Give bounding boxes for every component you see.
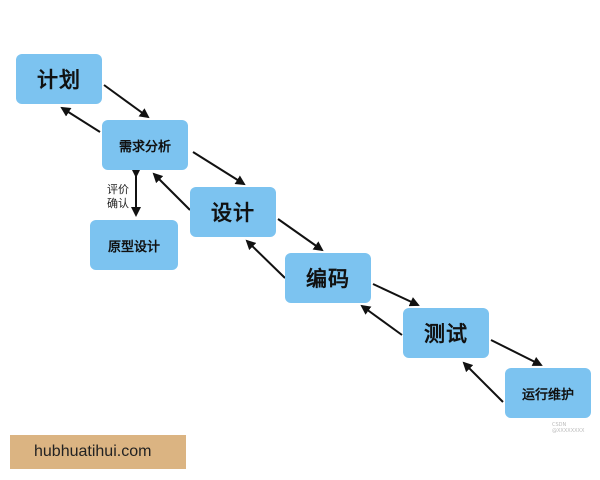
arrow-test-to-ops xyxy=(490,339,543,366)
stage-prototype-label: 原型设计 xyxy=(107,239,160,255)
stage-testing: 测试 xyxy=(403,308,489,358)
arrow-plan-to-analysis xyxy=(103,84,150,119)
site-banner: hubhuatihui.com xyxy=(10,435,186,469)
stage-operations: 运行维护 xyxy=(505,368,591,418)
stage-design: 设计 xyxy=(190,187,276,237)
stage-prototype-design: 原型设计 xyxy=(90,220,178,270)
arrow-design-to-code xyxy=(277,218,324,252)
site-banner-text: hubhuatihui.com xyxy=(34,443,152,460)
stage-coding-label: 编码 xyxy=(306,267,350,291)
review-note-line-2: 确认 xyxy=(107,197,129,210)
arrow-analysis-back-to-plan xyxy=(60,106,101,133)
stage-requirements-analysis: 需求分析 xyxy=(102,120,188,170)
arrow-test-back-to-code xyxy=(360,304,403,336)
arrow-analysis-to-design xyxy=(192,151,246,186)
review-confirm-note: 评价 确认 xyxy=(105,183,131,211)
watermark: CSDN @XXXXXXXX xyxy=(552,422,585,434)
arrow-code-to-test xyxy=(372,283,420,307)
arrow-design-back-to-analysis xyxy=(152,172,191,211)
stage-plan: 计划 xyxy=(16,54,102,104)
arrow-code-back-to-design xyxy=(245,239,286,279)
arrow-ops-back-to-test xyxy=(462,361,504,403)
stage-operations-label: 运行维护 xyxy=(521,387,574,403)
review-note-line-1: 评价 xyxy=(107,183,129,196)
stage-design-label: 设计 xyxy=(211,201,255,225)
stage-analysis-label: 需求分析 xyxy=(118,139,171,155)
stage-testing-label: 测试 xyxy=(424,322,468,346)
stage-coding: 编码 xyxy=(285,253,371,303)
stage-plan-label: 计划 xyxy=(37,68,81,92)
